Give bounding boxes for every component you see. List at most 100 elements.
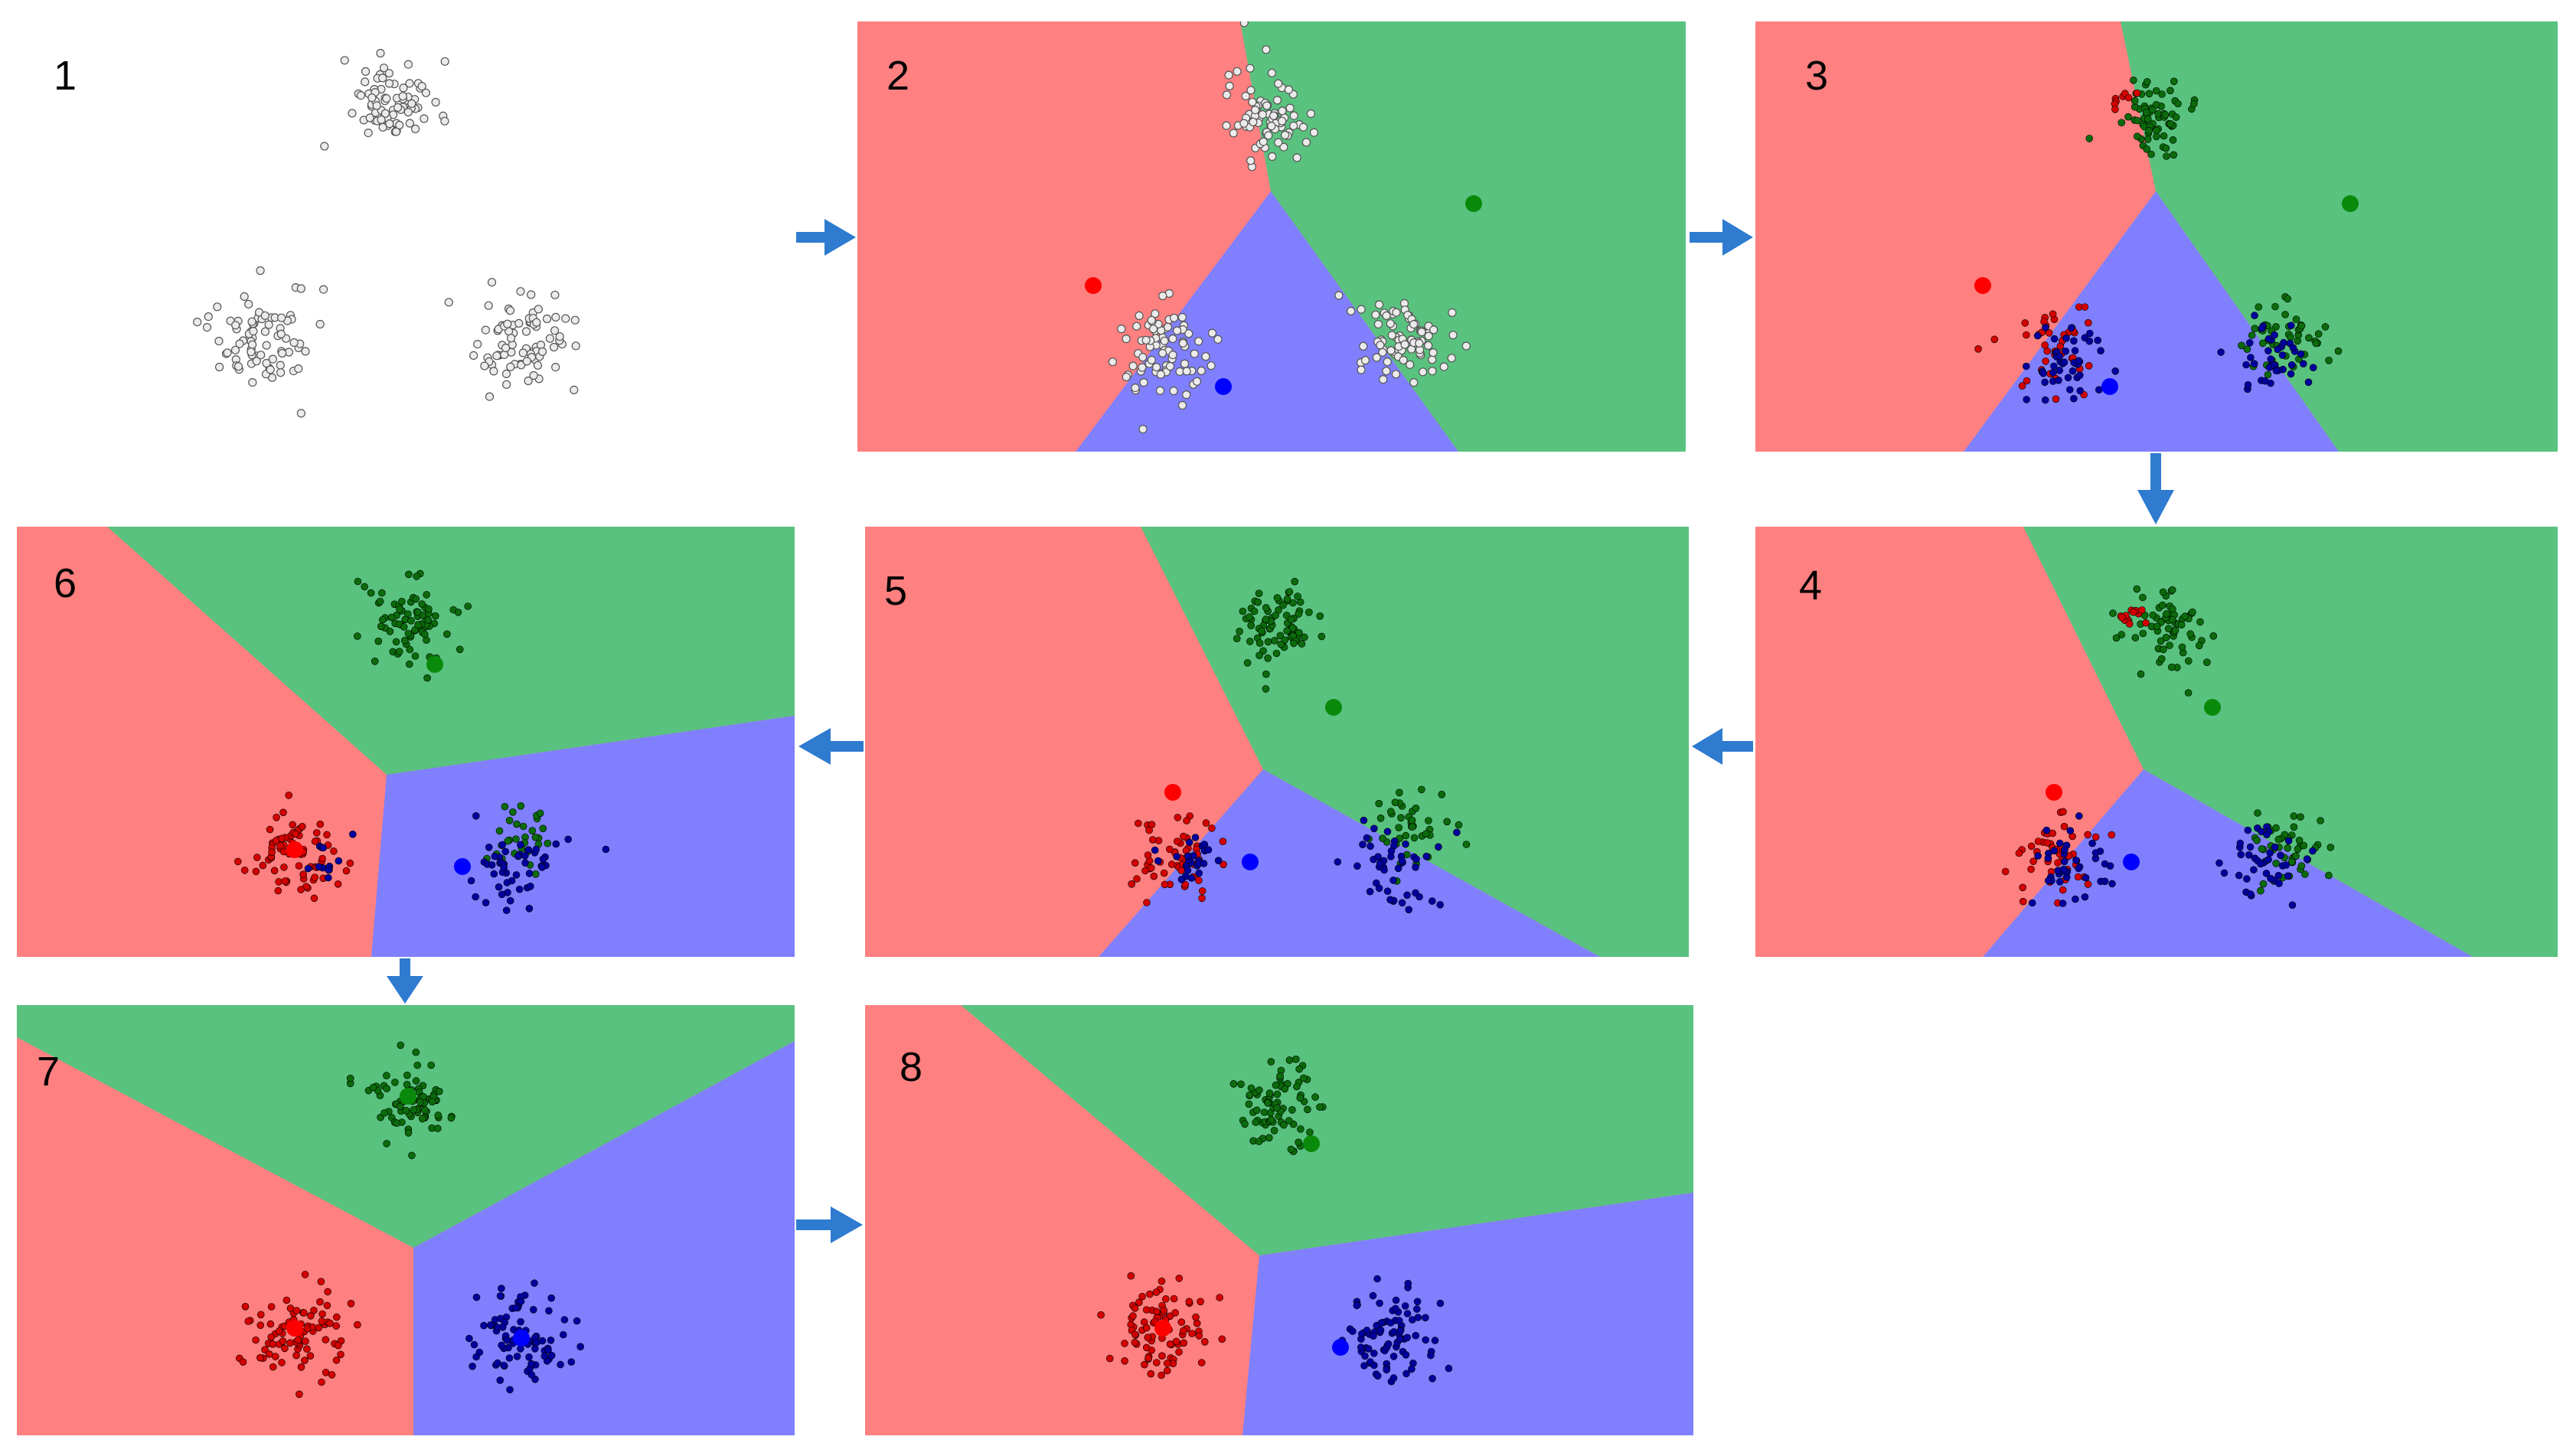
data-point <box>513 820 521 828</box>
data-point <box>1222 90 1232 100</box>
data-point <box>1229 129 1238 138</box>
data-point <box>2284 837 2293 845</box>
data-point <box>244 1317 253 1325</box>
data-point <box>1273 1090 1282 1099</box>
data-point <box>1185 838 1193 847</box>
data-point <box>1172 326 1182 335</box>
data-point <box>1144 1354 1152 1362</box>
data-point <box>1246 64 1255 73</box>
data-point <box>1290 639 1298 648</box>
data-point <box>1145 826 1153 834</box>
centroid-blue <box>513 1330 530 1347</box>
data-point <box>532 318 541 327</box>
data-point <box>2170 77 2178 86</box>
data-point <box>1396 1327 1404 1335</box>
data-point <box>1353 862 1361 870</box>
data-point <box>2267 355 2275 363</box>
data-point <box>294 364 303 374</box>
data-point <box>1198 894 1206 903</box>
panel-step-1: 1 <box>17 21 795 452</box>
data-point <box>403 1071 411 1079</box>
data-point <box>2139 593 2147 602</box>
data-point <box>301 1271 309 1278</box>
data-point <box>1285 103 1295 113</box>
data-point <box>423 591 431 599</box>
data-point <box>2247 890 2255 898</box>
data-point <box>2052 395 2060 403</box>
data-point <box>524 376 533 386</box>
data-point <box>485 392 495 401</box>
data-point <box>1138 424 1148 434</box>
data-point <box>413 573 421 580</box>
data-point <box>2163 610 2170 618</box>
data-point <box>498 1285 505 1292</box>
centroid-blue <box>2101 378 2118 395</box>
data-point <box>1148 325 1158 334</box>
data-point <box>2045 877 2052 885</box>
data-point <box>2075 357 2083 365</box>
data-point <box>1395 824 1402 831</box>
data-point <box>1147 315 1156 325</box>
data-point <box>2027 865 2035 873</box>
data-point <box>1147 355 1156 364</box>
data-point <box>431 612 439 620</box>
data-point <box>2245 851 2253 859</box>
data-point <box>2297 322 2306 330</box>
data-point <box>2174 100 2182 108</box>
data-point <box>1334 858 1342 866</box>
data-point <box>1429 325 1438 335</box>
data-point <box>2088 839 2096 847</box>
data-point <box>410 124 420 133</box>
data-point <box>371 657 379 665</box>
data-point <box>1255 651 1263 660</box>
data-point <box>2059 899 2067 907</box>
data-point <box>2253 837 2261 844</box>
data-point <box>1252 1106 1261 1115</box>
data-point <box>1424 341 1433 350</box>
data-point <box>392 638 400 646</box>
data-point <box>1267 68 1277 77</box>
data-point <box>2251 325 2259 333</box>
data-point <box>1403 1310 1412 1317</box>
data-point <box>1165 361 1175 371</box>
data-point <box>1428 367 1437 376</box>
data-point <box>481 325 491 335</box>
data-point <box>292 1307 301 1314</box>
scatter-points <box>1108 21 1471 434</box>
data-point <box>1177 876 1186 883</box>
data-point <box>2290 812 2298 820</box>
data-point <box>1194 337 1203 346</box>
data-point <box>1127 1272 1135 1280</box>
data-point <box>1383 357 1392 367</box>
data-point <box>256 1353 264 1362</box>
data-point <box>406 645 414 654</box>
data-point <box>1304 1105 1311 1114</box>
data-point <box>570 385 579 394</box>
data-point <box>396 606 403 613</box>
data-point <box>492 351 501 361</box>
data-point <box>469 1363 476 1370</box>
data-point <box>233 857 242 866</box>
centroid-red <box>286 841 303 858</box>
data-point <box>1097 1311 1105 1319</box>
data-point <box>323 1301 331 1310</box>
data-point <box>1262 685 1270 693</box>
data-point <box>425 605 433 613</box>
data-point <box>1258 110 1267 119</box>
data-point <box>1255 589 1263 598</box>
data-point <box>276 361 285 370</box>
data-point <box>1370 1332 1377 1340</box>
data-point <box>1409 320 1419 329</box>
data-point <box>2220 869 2229 877</box>
data-point <box>498 890 506 899</box>
data-point <box>1402 1369 1410 1378</box>
data-point <box>518 348 527 357</box>
data-point <box>1406 360 1415 369</box>
data-point <box>501 343 511 353</box>
data-point <box>2075 864 2082 873</box>
data-point <box>1108 357 1118 367</box>
data-point <box>1262 604 1270 612</box>
panel-step-6: 6 <box>17 527 795 957</box>
arrow-down-icon <box>387 958 423 1004</box>
data-point <box>2060 822 2069 831</box>
